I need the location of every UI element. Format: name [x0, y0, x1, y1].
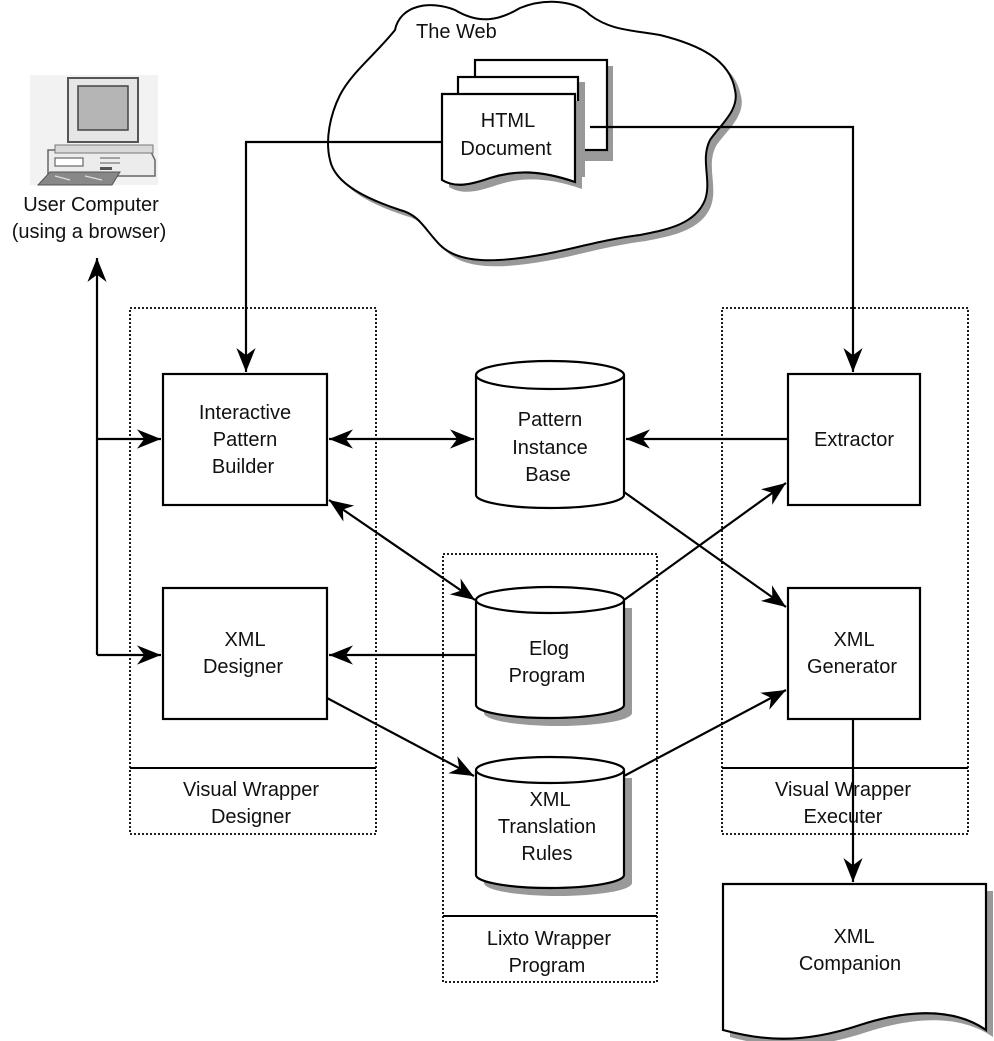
user-computer-line-2: (using a browser): [12, 221, 167, 243]
pattern-instance-base-line-3: Base: [525, 464, 571, 486]
pattern-builder-line-3: Builder: [212, 456, 275, 478]
elog-program-line-2: Program: [509, 665, 586, 687]
node-interactive-pattern-builder[interactable]: Interactive Pattern Builder: [161, 372, 329, 507]
pattern-builder-line-1: Interactive: [199, 402, 291, 424]
node-xml-translation-rules[interactable]: XML Translation Rules: [474, 755, 632, 896]
cloud-label: The Web: [416, 21, 497, 43]
group-designer-title-1: Visual Wrapper: [183, 779, 319, 801]
edge-instance-base-to-xml-generator: [623, 491, 787, 608]
extractor-label: Extractor: [814, 429, 894, 451]
group-program-title-2: Program: [509, 955, 586, 977]
document-page-front: [440, 92, 577, 186]
html-document-stack[interactable]: HTML Document: [440, 58, 613, 192]
node-xml-designer[interactable]: XML Designer: [161, 586, 329, 721]
xml-translation-rules-line-1: XML: [529, 789, 570, 811]
group-executer-title-1: Visual Wrapper: [775, 779, 911, 801]
xml-generator-line-1: XML: [833, 629, 874, 651]
xml-translation-rules-line-3: Rules: [521, 843, 572, 865]
xml-companion-line-2: Companion: [799, 953, 901, 975]
pattern-builder-line-2: Pattern: [213, 429, 277, 451]
edge-pattern-builder-elog: [328, 499, 476, 601]
elog-program-line-1: Elog: [529, 638, 569, 660]
edge-translation-rules-to-xml-generator: [623, 689, 787, 777]
node-extractor[interactable]: Extractor: [786, 372, 922, 507]
node-elog-program[interactable]: Elog Program: [474, 585, 632, 726]
user-computer-line-1: User Computer: [23, 194, 159, 216]
computer-icon: [30, 75, 158, 186]
pattern-instance-base-line-2: Instance: [512, 437, 588, 459]
pattern-instance-base-line-1: Pattern: [518, 409, 582, 431]
html-document-line-2: Document: [460, 138, 552, 160]
edge-elog-to-extractor: [623, 482, 787, 601]
edges: [87, 125, 863, 882]
html-document-line-1: HTML: [481, 110, 535, 132]
group-program-frame: [442, 553, 658, 983]
xml-generator-line-2: Generator: [807, 656, 897, 678]
group-visual-wrapper-executer: Visual Wrapper Executer: [721, 307, 969, 835]
node-pattern-instance-base[interactable]: Pattern Instance Base: [474, 359, 626, 510]
group-executer-frame: [721, 307, 969, 835]
xml-companion-line-1: XML: [833, 926, 874, 948]
group-lixto-wrapper-program: Lixto Wrapper Program: [442, 553, 658, 983]
edge-xml-designer-to-translation-rules: [326, 697, 475, 777]
edge-html-to-extractor: [590, 125, 863, 372]
group-executer-title-2: Executer: [804, 806, 883, 828]
xml-translation-rules-line-2: Translation: [498, 816, 596, 838]
xml-designer-line-1: XML: [224, 629, 265, 651]
node-xml-companion[interactable]: XML Companion: [721, 882, 993, 1041]
user-computer[interactable]: User Computer (using a browser): [12, 75, 167, 243]
group-designer-title-2: Designer: [211, 806, 291, 828]
group-program-title-1: Lixto Wrapper: [487, 928, 611, 950]
edge-html-to-pattern-builder: [236, 140, 442, 372]
xml-designer-line-2: Designer: [203, 656, 283, 678]
node-xml-generator[interactable]: XML Generator: [786, 586, 922, 721]
